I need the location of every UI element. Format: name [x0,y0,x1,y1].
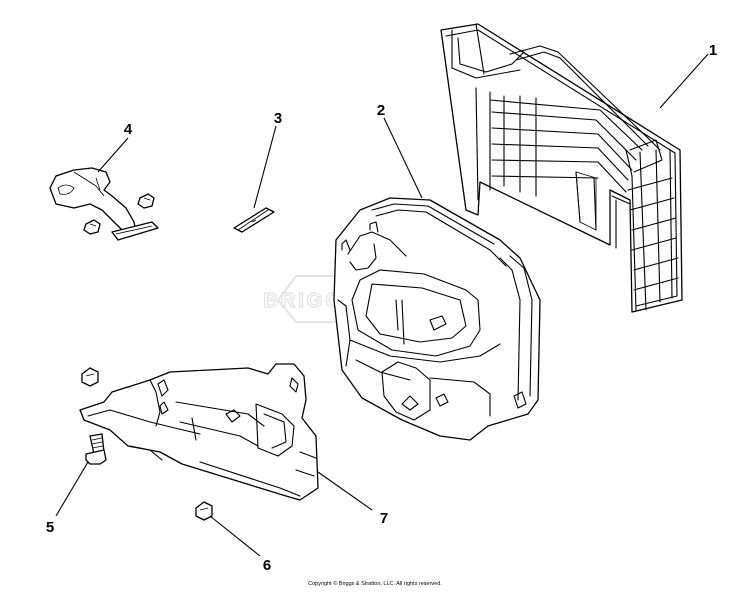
callout-4: 4 [124,121,133,138]
leader-line-7 [317,471,373,511]
callout-3: 3 [274,110,282,127]
muffler-bracket [79,363,319,501]
callout-7: 7 [380,510,388,527]
nut [81,367,213,521]
exhaust-pipe [49,167,159,241]
leader-line-1 [659,53,709,109]
muffler [333,197,541,441]
callout-2: 2 [377,102,385,119]
muffler-guard [440,23,683,313]
gasket [233,207,275,233]
leader-lines [55,53,709,557]
copyright-notice: Copyright © Briggs & Stratton, LLC. All … [308,581,442,587]
leader-line-3 [253,125,277,209]
callout-labels: 1 2 3 4 5 6 7 [46,42,717,574]
leader-line-4 [97,137,129,173]
callout-6: 6 [263,557,271,574]
bolt [85,433,107,465]
leader-line-6 [209,515,261,557]
leader-line-5 [55,461,89,517]
callout-1: 1 [709,42,717,59]
callout-5: 5 [46,519,54,536]
leader-line-2 [383,117,423,199]
